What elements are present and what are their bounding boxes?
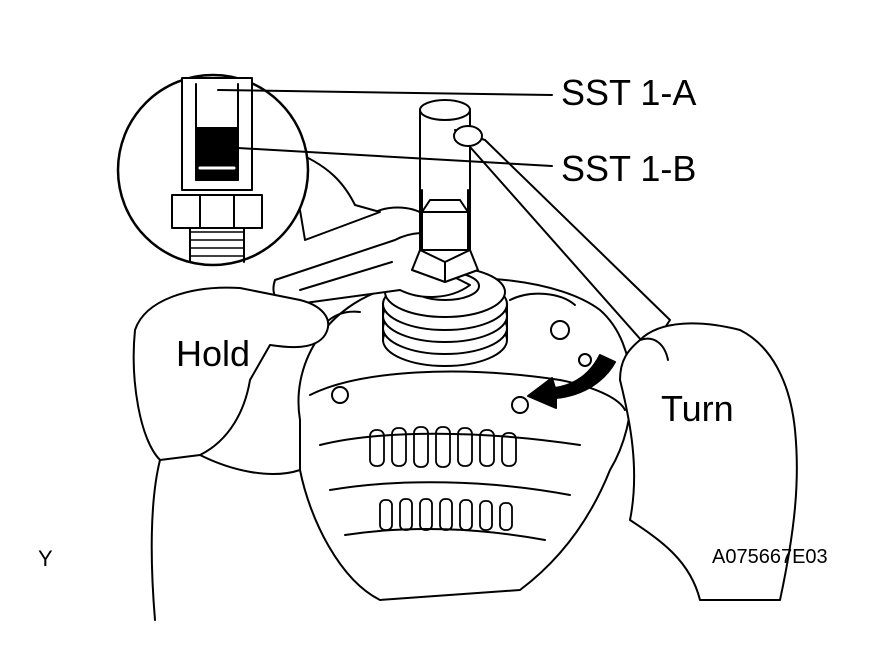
label-turn: Turn bbox=[661, 388, 734, 429]
socket-wrench-sst-1a bbox=[411, 99, 671, 351]
right-hand-turning bbox=[619, 322, 798, 601]
detail-inset bbox=[116, 73, 381, 267]
label-sst-1b: SST 1-B bbox=[561, 148, 697, 189]
label-hold: Hold bbox=[176, 333, 251, 374]
corner-mark: Y bbox=[38, 546, 53, 571]
label-sst-1a: SST 1-A bbox=[561, 72, 697, 113]
leader-sst-1b bbox=[237, 147, 553, 167]
turn-direction-arrow-icon bbox=[527, 354, 616, 409]
cooling-slots bbox=[369, 426, 517, 531]
left-hand-holding bbox=[132, 286, 330, 621]
leader-sst-1a bbox=[217, 89, 553, 96]
figure-code: A075667E03 bbox=[712, 546, 828, 568]
